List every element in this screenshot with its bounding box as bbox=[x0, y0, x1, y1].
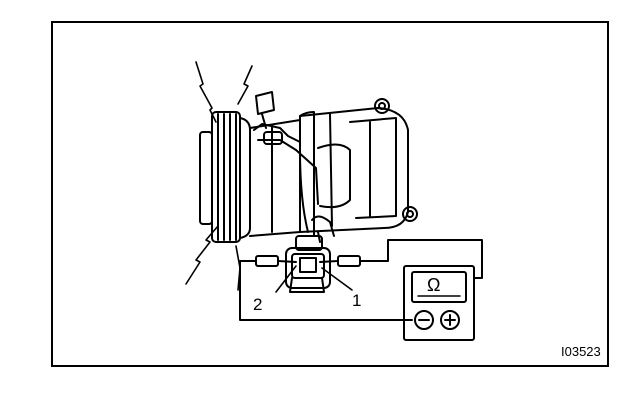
pin-1-leader bbox=[321, 267, 353, 291]
pin-2-label: 2 bbox=[253, 295, 263, 314]
compressor-body bbox=[249, 91, 418, 237]
connector bbox=[285, 235, 331, 293]
pulley bbox=[199, 111, 251, 243]
ohm-symbol: Ω bbox=[427, 275, 441, 295]
ohmmeter bbox=[403, 265, 475, 341]
pin-1-label: 1 bbox=[352, 291, 362, 310]
pin-2-leader bbox=[275, 265, 297, 293]
test-leads bbox=[239, 239, 483, 321]
figure-frame bbox=[51, 21, 609, 367]
figure-id-label: I03523 bbox=[561, 344, 601, 359]
